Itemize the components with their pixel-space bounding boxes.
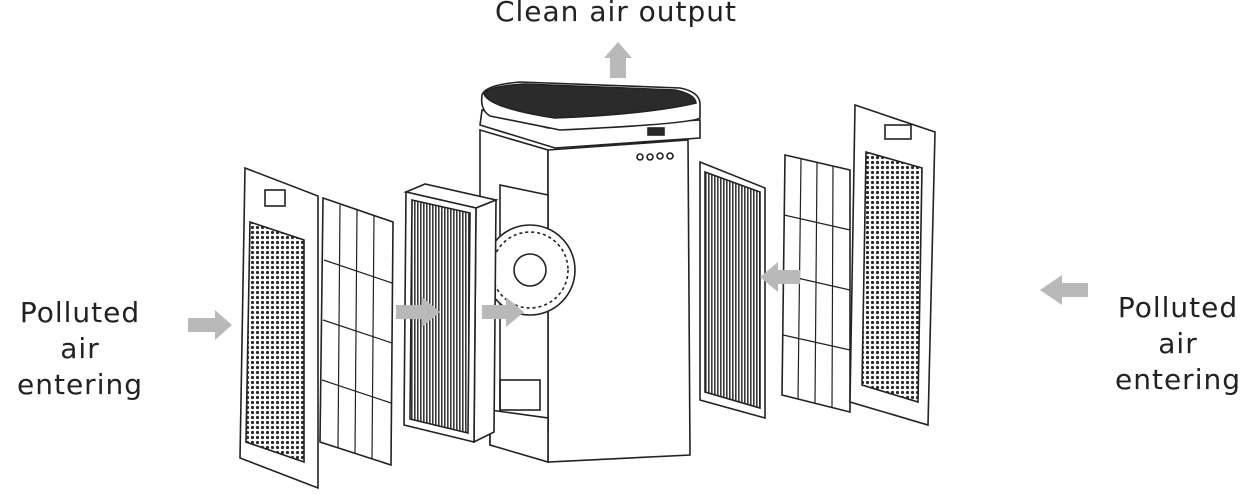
up-arrow-icon [604,42,632,78]
right-arrow-icon [482,297,524,327]
right-polluted-air-label: Polluted air entering [1106,290,1250,398]
right-label-line-1: Polluted [1117,291,1239,324]
purifier-body [479,81,701,464]
right-mesh-cover [849,103,936,427]
right-label-line-2: air [1158,327,1198,360]
left-arrow-icon [760,262,800,292]
left-label-line-3: entering [17,368,143,401]
right-arrow-icon [188,310,232,340]
left-arrow-icon [1040,275,1088,305]
right-pre-filter [781,153,851,414]
left-label-line-1: Polluted [19,296,141,329]
right-hepa-filter [699,160,766,420]
left-polluted-air-label: Polluted air entering [10,295,150,403]
right-arrow-icon [396,297,440,327]
left-pre-filter [319,196,394,467]
clean-air-output-label: Clean air output [494,0,738,28]
left-mesh-cover [239,166,319,490]
left-label-line-2: air [60,332,100,365]
right-label-line-3: entering [1115,363,1241,396]
left-hepa-filter [403,183,499,444]
